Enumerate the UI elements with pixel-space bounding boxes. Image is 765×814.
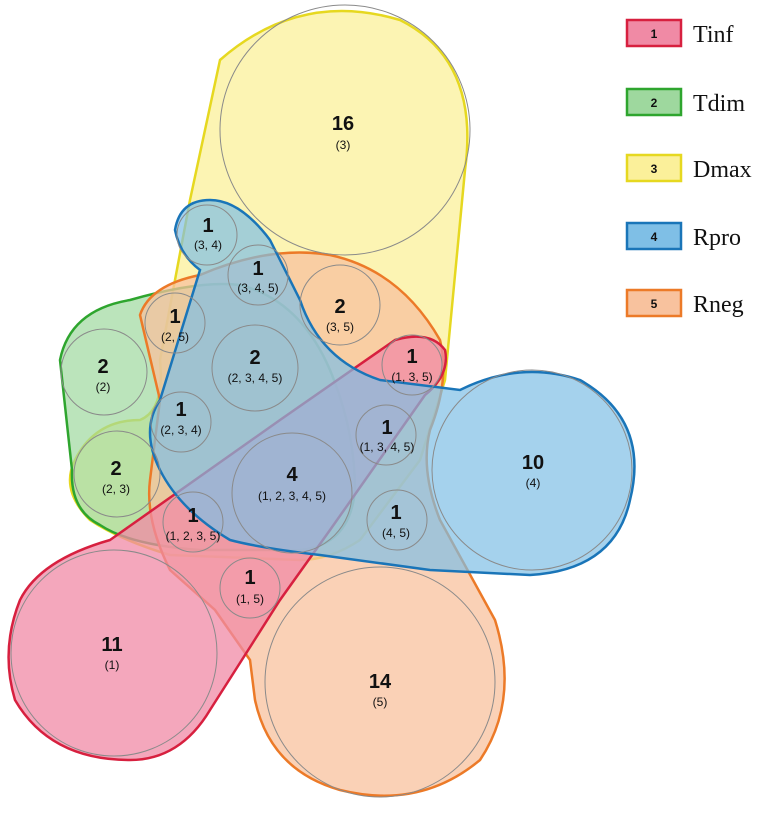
legend-item-tinf: 1 Tinf <box>625 18 733 48</box>
region-count: 11 <box>101 634 122 656</box>
region-circle <box>219 4 471 256</box>
legend-id: 3 <box>651 162 658 176</box>
region-circle <box>299 264 381 346</box>
region-count: 2 <box>249 347 260 369</box>
region-sets: (1, 3, 4, 5) <box>360 440 415 454</box>
region-circle <box>355 404 417 466</box>
region-count: 1 <box>252 258 263 280</box>
region-circle <box>366 489 428 551</box>
region-sets: (4, 5) <box>382 526 410 540</box>
region-count: 4 <box>286 464 298 486</box>
region-count: 14 <box>369 671 392 693</box>
set-shapes <box>7 9 636 797</box>
region-count: 1 <box>244 567 255 589</box>
region-sets: (2, 5) <box>161 330 189 344</box>
region-circle <box>150 391 212 453</box>
region-count: 2 <box>110 458 121 480</box>
region-sets: (1, 3, 5) <box>391 370 432 384</box>
region-count: 2 <box>334 296 345 318</box>
legend-name: Rpro <box>693 225 741 251</box>
region-circles <box>10 4 633 798</box>
region-count: 1 <box>175 399 186 421</box>
region-circle <box>227 244 289 306</box>
region-sets: (1, 5) <box>236 592 264 606</box>
region-circle <box>381 334 443 396</box>
region-sets: (3) <box>336 138 351 152</box>
region-sets: (1, 2, 3, 4, 5) <box>258 489 326 503</box>
legend-id: 1 <box>651 27 658 41</box>
region-sets: (1) <box>105 658 120 672</box>
region-count: 10 <box>522 452 544 474</box>
region-sets: (2, 3, 4, 5) <box>228 371 283 385</box>
region-circle <box>176 204 238 266</box>
legend-item-rneg: 5 Rneg <box>625 288 744 318</box>
region-count: 16 <box>332 113 354 135</box>
legend-swatch <box>625 153 683 183</box>
region-circle <box>73 430 161 518</box>
region-circle <box>264 566 496 798</box>
region-labels: 16 (3) 1 (3, 4) 1 (3, 4, 5) 2 (3, 5) 1 (… <box>96 113 544 709</box>
region-sets: (5) <box>373 695 388 709</box>
legend-name: Tinf <box>693 22 733 48</box>
region-sets: (2, 3, 4) <box>160 423 201 437</box>
region-circle <box>144 292 206 354</box>
legend-swatch <box>625 288 683 318</box>
region-sets: (3, 4) <box>194 238 222 252</box>
region-sets: (2, 3) <box>102 482 130 496</box>
region-circle <box>162 491 224 553</box>
legend-name: Dmax <box>693 157 752 183</box>
region-count: 1 <box>381 417 392 439</box>
region-sets: (1, 2, 3, 5) <box>166 529 221 543</box>
region-circle <box>231 432 353 554</box>
legend-name: Rneg <box>693 292 744 318</box>
legend-id: 5 <box>651 297 658 311</box>
region-circle <box>60 328 148 416</box>
region-count: 1 <box>187 505 198 527</box>
region-circle <box>10 549 218 757</box>
legend-id: 4 <box>651 230 658 244</box>
region-circle <box>219 557 281 619</box>
legend-item-rpro: 4 Rpro <box>625 221 741 251</box>
region-count: 1 <box>390 502 401 524</box>
region-sets: (3, 5) <box>326 320 354 334</box>
region-circle <box>211 324 299 412</box>
legend-item-tdim: 2 Tdim <box>625 87 745 117</box>
legend-swatch <box>625 18 683 48</box>
legend-item-dmax: 3 Dmax <box>625 153 752 183</box>
legend-swatch <box>625 87 683 117</box>
region-sets: (2) <box>96 380 111 394</box>
legend-swatch <box>625 221 683 251</box>
region-count: 1 <box>169 306 180 328</box>
region-sets: (3, 4, 5) <box>237 281 278 295</box>
legend: 1 Tinf 2 Tdim 3 Dmax 4 Rpro 5 Rneg <box>625 18 752 318</box>
region-circle <box>431 369 633 571</box>
region-count: 1 <box>202 215 213 237</box>
region-count: 2 <box>97 356 108 378</box>
legend-name: Tdim <box>693 91 745 117</box>
region-sets: (4) <box>526 476 541 490</box>
legend-id: 2 <box>651 96 658 110</box>
region-count: 1 <box>406 346 417 368</box>
